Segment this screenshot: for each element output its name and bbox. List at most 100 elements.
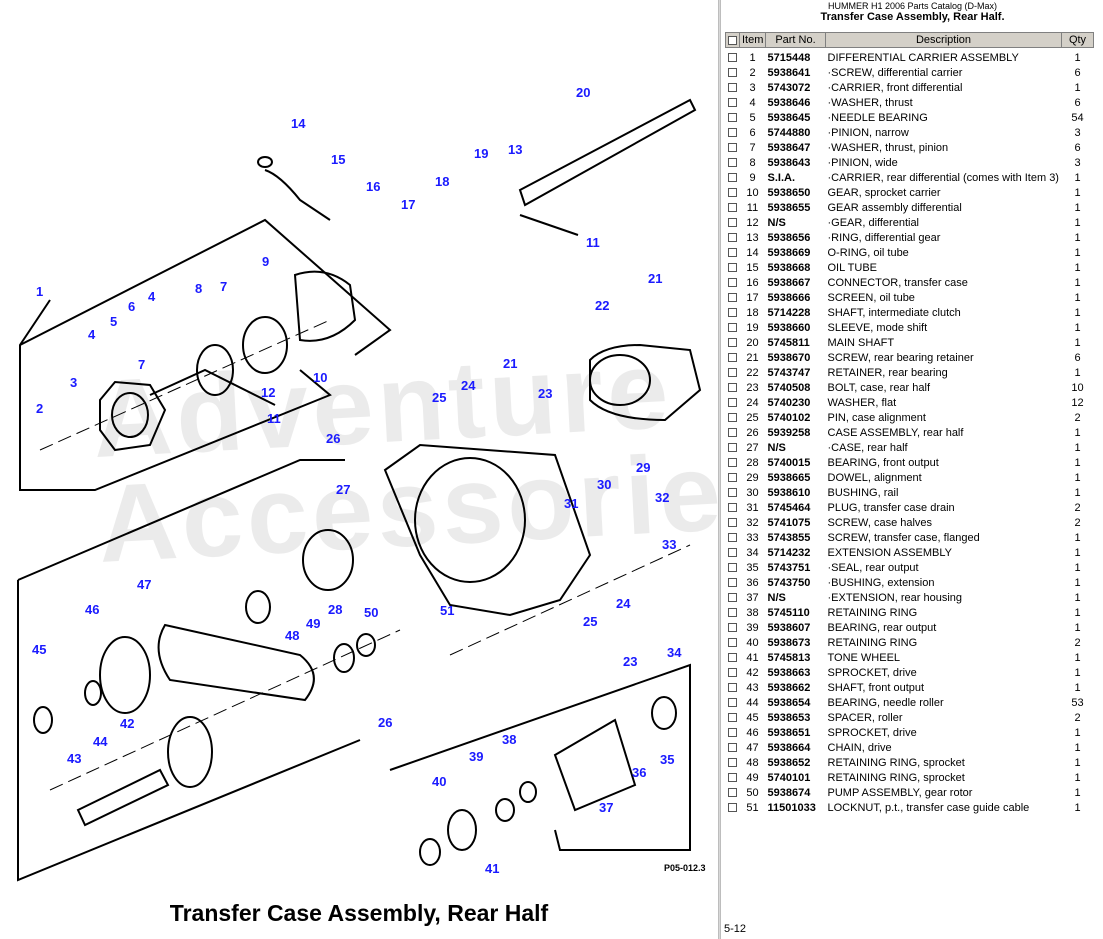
row-select-cell[interactable]	[726, 48, 740, 66]
row-select-cell[interactable]	[726, 590, 740, 605]
row-select-cell[interactable]	[726, 305, 740, 320]
row-select-cell[interactable]	[726, 485, 740, 500]
checkbox-icon[interactable]	[727, 173, 737, 183]
row-select-cell[interactable]	[726, 65, 740, 80]
row-select-cell[interactable]	[726, 800, 740, 815]
row-select-cell[interactable]	[726, 665, 740, 680]
checkbox-icon[interactable]	[727, 668, 737, 678]
row-select-cell[interactable]	[726, 260, 740, 275]
checkbox-icon[interactable]	[727, 698, 737, 708]
row-select-cell[interactable]	[726, 110, 740, 125]
checkbox-icon[interactable]	[727, 683, 737, 693]
checkbox-icon[interactable]	[727, 533, 737, 543]
row-select-cell[interactable]	[726, 410, 740, 425]
row-select-cell[interactable]	[726, 170, 740, 185]
column-header-item[interactable]: Item	[739, 32, 766, 48]
checkbox-icon[interactable]	[727, 338, 737, 348]
row-select-cell[interactable]	[726, 725, 740, 740]
row-select-cell[interactable]	[726, 605, 740, 620]
row-select-cell[interactable]	[726, 395, 740, 410]
row-select-cell[interactable]	[726, 200, 740, 215]
row-select-cell[interactable]	[726, 515, 740, 530]
row-select-cell[interactable]	[726, 320, 740, 335]
checkbox-icon[interactable]	[727, 98, 737, 108]
row-select-cell[interactable]	[726, 95, 740, 110]
checkbox-icon[interactable]	[727, 638, 737, 648]
row-select-cell[interactable]	[726, 710, 740, 725]
checkbox-icon[interactable]	[727, 608, 737, 618]
row-select-cell[interactable]	[726, 785, 740, 800]
row-select-cell[interactable]	[726, 275, 740, 290]
row-select-cell[interactable]	[726, 290, 740, 305]
checkbox-icon[interactable]	[727, 563, 737, 573]
checkbox-icon[interactable]	[727, 518, 737, 528]
checkbox-icon[interactable]	[727, 488, 737, 498]
checkbox-icon[interactable]	[727, 263, 737, 273]
row-select-cell[interactable]	[726, 230, 740, 245]
checkbox-icon[interactable]	[727, 728, 737, 738]
row-select-cell[interactable]	[726, 695, 740, 710]
row-select-cell[interactable]	[726, 455, 740, 470]
checkbox-icon[interactable]	[727, 743, 737, 753]
row-select-cell[interactable]	[726, 335, 740, 350]
checkbox-icon[interactable]	[727, 503, 737, 513]
row-select-cell[interactable]	[726, 215, 740, 230]
checkbox-icon[interactable]	[727, 773, 737, 783]
checkbox-icon[interactable]	[727, 128, 737, 138]
row-select-cell[interactable]	[726, 440, 740, 455]
row-select-cell[interactable]	[726, 770, 740, 785]
checkbox-icon[interactable]	[727, 593, 737, 603]
checkbox-icon[interactable]	[727, 428, 737, 438]
column-header-qty[interactable]: Qty	[1061, 32, 1094, 48]
checkbox-icon[interactable]	[727, 323, 737, 333]
checkbox-icon[interactable]	[727, 53, 737, 63]
row-select-cell[interactable]	[726, 545, 740, 560]
checkbox-icon[interactable]	[727, 248, 737, 258]
checkbox-icon[interactable]	[727, 188, 737, 198]
checkbox-icon[interactable]	[727, 443, 737, 453]
checkbox-icon[interactable]	[727, 113, 737, 123]
row-select-cell[interactable]	[726, 470, 740, 485]
select-all-header[interactable]	[725, 32, 740, 48]
checkbox-icon[interactable]	[727, 413, 737, 423]
checkbox-icon[interactable]	[727, 233, 737, 243]
row-select-cell[interactable]	[726, 80, 740, 95]
checkbox-icon[interactable]	[727, 158, 737, 168]
checkbox-icon[interactable]	[727, 368, 737, 378]
row-select-cell[interactable]	[726, 680, 740, 695]
row-select-cell[interactable]	[726, 650, 740, 665]
checkbox-icon[interactable]	[727, 203, 737, 213]
